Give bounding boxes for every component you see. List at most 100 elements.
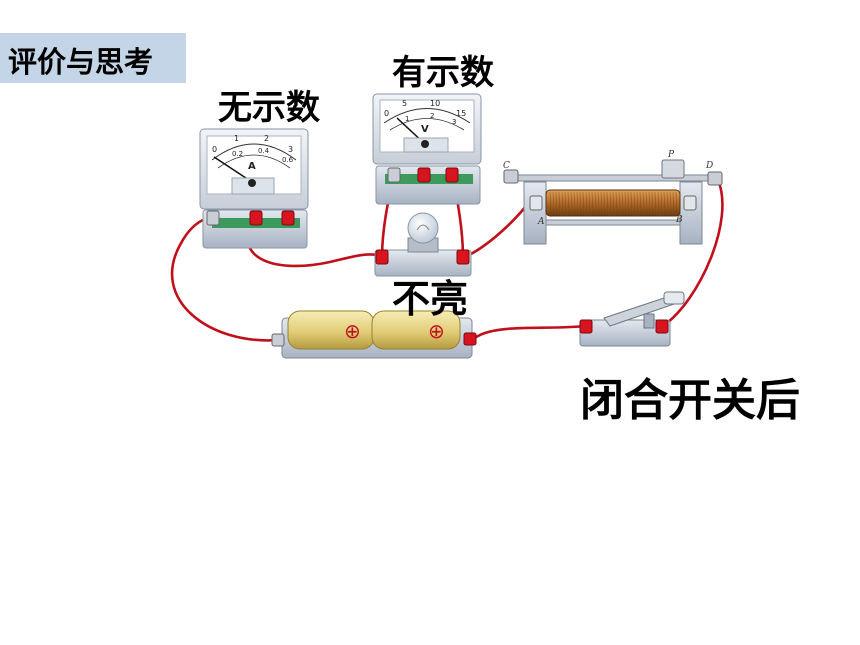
coil-winding <box>582 191 585 215</box>
coil-winding <box>552 191 555 215</box>
coil-winding <box>624 191 627 215</box>
coil-winding <box>615 191 618 215</box>
bulb-terminal-right <box>456 249 470 265</box>
coil-winding <box>576 191 579 215</box>
coil-winding <box>570 191 573 215</box>
coil-winding <box>672 191 675 215</box>
coil-winding <box>648 191 651 215</box>
coil-winding <box>669 191 672 215</box>
coil-winding <box>633 191 636 215</box>
coil-winding <box>561 191 564 215</box>
ammeter-terminal-mid <box>249 210 263 226</box>
coil-winding <box>564 191 567 215</box>
coil-winding <box>645 191 648 215</box>
rheostat-label-a: A <box>537 217 545 227</box>
ammeter-scale-0: 0 <box>212 145 217 154</box>
battery-terminal-pos <box>463 332 477 346</box>
switch-terminal-left <box>579 319 593 334</box>
voltmeter-scale-2: 10 <box>430 99 440 108</box>
voltmeter-unit: V <box>421 124 429 135</box>
rheostat-terminal-d <box>707 171 723 186</box>
coil-winding <box>588 191 591 215</box>
voltmeter: 0 5 10 15 1 2 3 V <box>372 93 482 205</box>
voltmeter-terminal-mid <box>417 167 431 183</box>
rheostat-terminal-c <box>503 169 519 184</box>
battery-cell-2 <box>371 310 461 350</box>
rheostat-slider <box>661 159 685 179</box>
battery: ⊕ ⊕ <box>271 310 477 359</box>
ammeter-scale-2: 2 <box>264 134 269 143</box>
wire-rheostat-switch <box>661 178 724 328</box>
coil-winding <box>618 191 621 215</box>
coil-winding <box>636 191 639 215</box>
rheostat-coil-windings <box>549 191 678 215</box>
coil-winding <box>549 191 552 215</box>
bulb-terminal-left <box>375 249 389 265</box>
ammeter-terminal-pos <box>281 210 295 226</box>
ammeter-scale-low-3: 0.6 <box>282 156 294 164</box>
voltmeter-terminal-neg <box>387 167 401 183</box>
coil-winding <box>573 191 576 215</box>
ammeter-unit: A <box>248 161 256 172</box>
battery-cell-1 <box>287 310 375 350</box>
voltmeter-scale-1: 5 <box>402 99 407 108</box>
bulb-state-label: 不亮 <box>392 277 469 321</box>
coil-winding <box>660 191 663 215</box>
ammeter: 0 1 2 3 0.2 0.4 0.6 A <box>199 128 309 249</box>
voltmeter-scale-low-2: 2 <box>430 112 434 120</box>
coil-winding <box>603 191 606 215</box>
coil-winding <box>666 191 669 215</box>
coil-winding <box>612 191 615 215</box>
ammeter-reading-label: 无示数 <box>218 88 320 128</box>
voltmeter-terminal-pos <box>445 167 459 183</box>
voltmeter-scale-3: 15 <box>456 109 466 118</box>
coil-winding <box>654 191 657 215</box>
bulb <box>374 212 472 277</box>
rheostat-frame-right <box>679 181 703 245</box>
voltmeter-scale-low-3: 3 <box>452 118 456 126</box>
coil-winding <box>555 191 558 215</box>
voltmeter-scale-low-1: 1 <box>405 115 409 123</box>
rheostat-terminal-b <box>683 195 697 211</box>
switch-terminal-right <box>655 319 669 334</box>
coil-winding <box>591 191 594 215</box>
ammeter-scale-low-1: 0.2 <box>232 150 243 158</box>
coil-winding <box>597 191 600 215</box>
coil-winding <box>657 191 660 215</box>
voltmeter-scale-0: 0 <box>384 109 389 118</box>
battery-terminal-neg <box>271 333 285 347</box>
section-tag: 评价与思考 <box>0 33 186 83</box>
coil-winding <box>609 191 612 215</box>
wire-battery-ammeter <box>170 215 280 342</box>
section-tag-label: 评价与思考 <box>8 45 154 79</box>
coil-winding <box>567 191 570 215</box>
rheostat-label-c: C <box>503 161 510 171</box>
rheostat-label-d: D <box>705 161 713 171</box>
rheostat: C P D A B <box>503 150 723 245</box>
rheostat-label-p: P <box>667 150 675 160</box>
coil-winding <box>600 191 603 215</box>
voltmeter-reading-label: 有示数 <box>392 53 494 93</box>
ammeter-terminal-neg <box>206 210 220 226</box>
rheostat-frame-left <box>523 181 547 245</box>
coil-winding <box>621 191 624 215</box>
battery-cell-2-mark: ⊕ <box>428 319 445 343</box>
coil-winding <box>585 191 588 215</box>
coil-winding <box>642 191 645 215</box>
coil-winding <box>630 191 633 215</box>
coil-winding <box>594 191 597 215</box>
coil-winding <box>579 191 582 215</box>
rheostat-rail <box>509 174 723 182</box>
switch-handle <box>663 291 685 305</box>
bulb-glass <box>407 212 439 244</box>
ammeter-scale-1: 1 <box>234 134 239 143</box>
condition-label: 闭合开关后 <box>580 375 800 426</box>
coil-winding <box>639 191 642 215</box>
coil-winding <box>627 191 630 215</box>
rheostat-label-b: B <box>675 215 683 225</box>
battery-cell-1-mark: ⊕ <box>344 319 361 343</box>
coil-winding <box>663 191 666 215</box>
switch <box>579 291 685 347</box>
coil-winding <box>606 191 609 215</box>
